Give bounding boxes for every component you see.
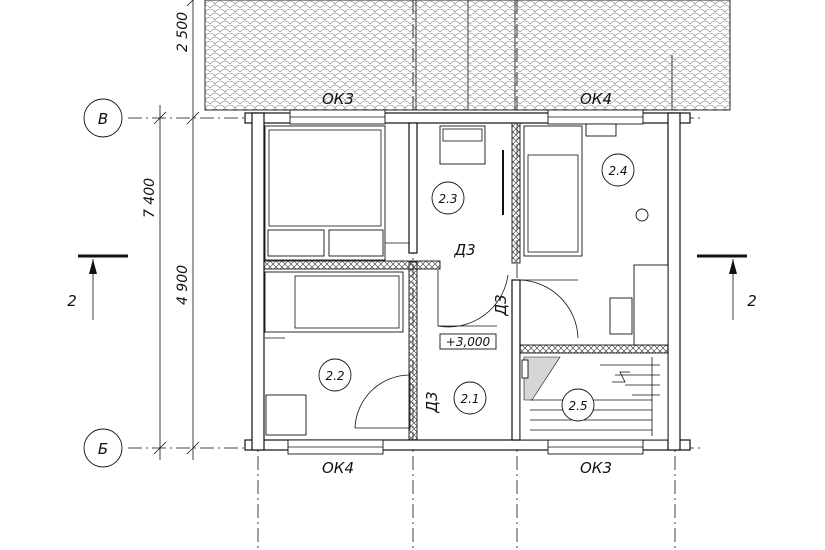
bed-pillow [328, 229, 384, 257]
section-mark-right-arrowhead [729, 259, 737, 274]
wall-top [244, 112, 691, 124]
window-label-bottom-right: ОК3 [580, 459, 612, 477]
chair [609, 297, 633, 335]
door-label-right-partition: Д3 [492, 294, 510, 316]
wall-right [667, 112, 681, 451]
door-swing-room-2-4 [519, 279, 579, 339]
wall-bottom [244, 439, 691, 451]
axis-label-bottom: Б [98, 440, 108, 458]
axis-bubble-top [83, 98, 123, 138]
dimension-top-segment: 2 500 [175, 12, 191, 52]
door-label-lower-hall: Д3 [423, 391, 441, 413]
single-bed-right-mattress [527, 154, 579, 253]
room-bubble-2-2 [318, 358, 352, 392]
single-bed-right [523, 125, 583, 257]
desk [633, 264, 669, 346]
room-bubble-2-3 [431, 181, 465, 215]
wall-left [251, 112, 265, 451]
door-swing-hall [437, 270, 509, 328]
dimension-tick [186, 0, 194, 7]
room-label-2-2: 2.2 [325, 369, 344, 383]
axis-label-top: В [98, 110, 108, 128]
door-label-upper-hall: Д3 [453, 241, 475, 259]
lamp [635, 208, 649, 222]
partition-right-vertical [511, 122, 521, 264]
room-bubble-2-4 [601, 153, 635, 187]
bed-pillow [267, 229, 325, 257]
dimension-tick [153, 111, 167, 125]
axis-bubble-bottom [83, 428, 123, 468]
dimension-overall: 7 400 [142, 178, 158, 218]
roof-tiling [204, 0, 731, 111]
partition-stair-top [519, 344, 669, 354]
partition-right-vertical-lower [511, 279, 521, 441]
window-label-top-right: ОК4 [580, 90, 612, 108]
partition-left-vertical [408, 122, 418, 254]
nightstand [265, 394, 307, 436]
double-bed-frame [268, 129, 382, 227]
room-label-2-3: 2.3 [438, 192, 457, 206]
elevation-value: +3,000 [446, 335, 491, 349]
shelf [585, 123, 617, 137]
single-bed [264, 271, 404, 333]
room-bubble-2-5 [561, 388, 595, 422]
single-bed-mattress [294, 275, 400, 329]
room-label-2-4: 2.4 [608, 164, 627, 178]
section-mark-left-arrowhead [89, 259, 97, 274]
room-bubble-2-1 [453, 381, 487, 415]
dimension-lower-segment: 4 900 [175, 265, 191, 305]
partition-left-horizontal [263, 260, 441, 270]
door-swing-room-2-2 [354, 374, 411, 429]
section-label-left: 2 [67, 292, 77, 310]
room-label-2-1: 2.1 [460, 392, 479, 406]
window-label-bottom-left: ОК4 [322, 459, 354, 477]
dimension-tick [186, 111, 200, 125]
cabinet-inner [442, 128, 483, 142]
cabinet [439, 125, 486, 165]
dimension-tick [186, 441, 200, 455]
elevation-tag [439, 333, 497, 350]
dimension-tick [153, 441, 167, 455]
section-label-right: 2 [747, 292, 757, 310]
window-label-top-left: ОК3 [322, 90, 354, 108]
stair-post [521, 359, 529, 379]
room-label-2-5: 2.5 [568, 399, 587, 413]
stair-direction-arrow [612, 371, 630, 383]
